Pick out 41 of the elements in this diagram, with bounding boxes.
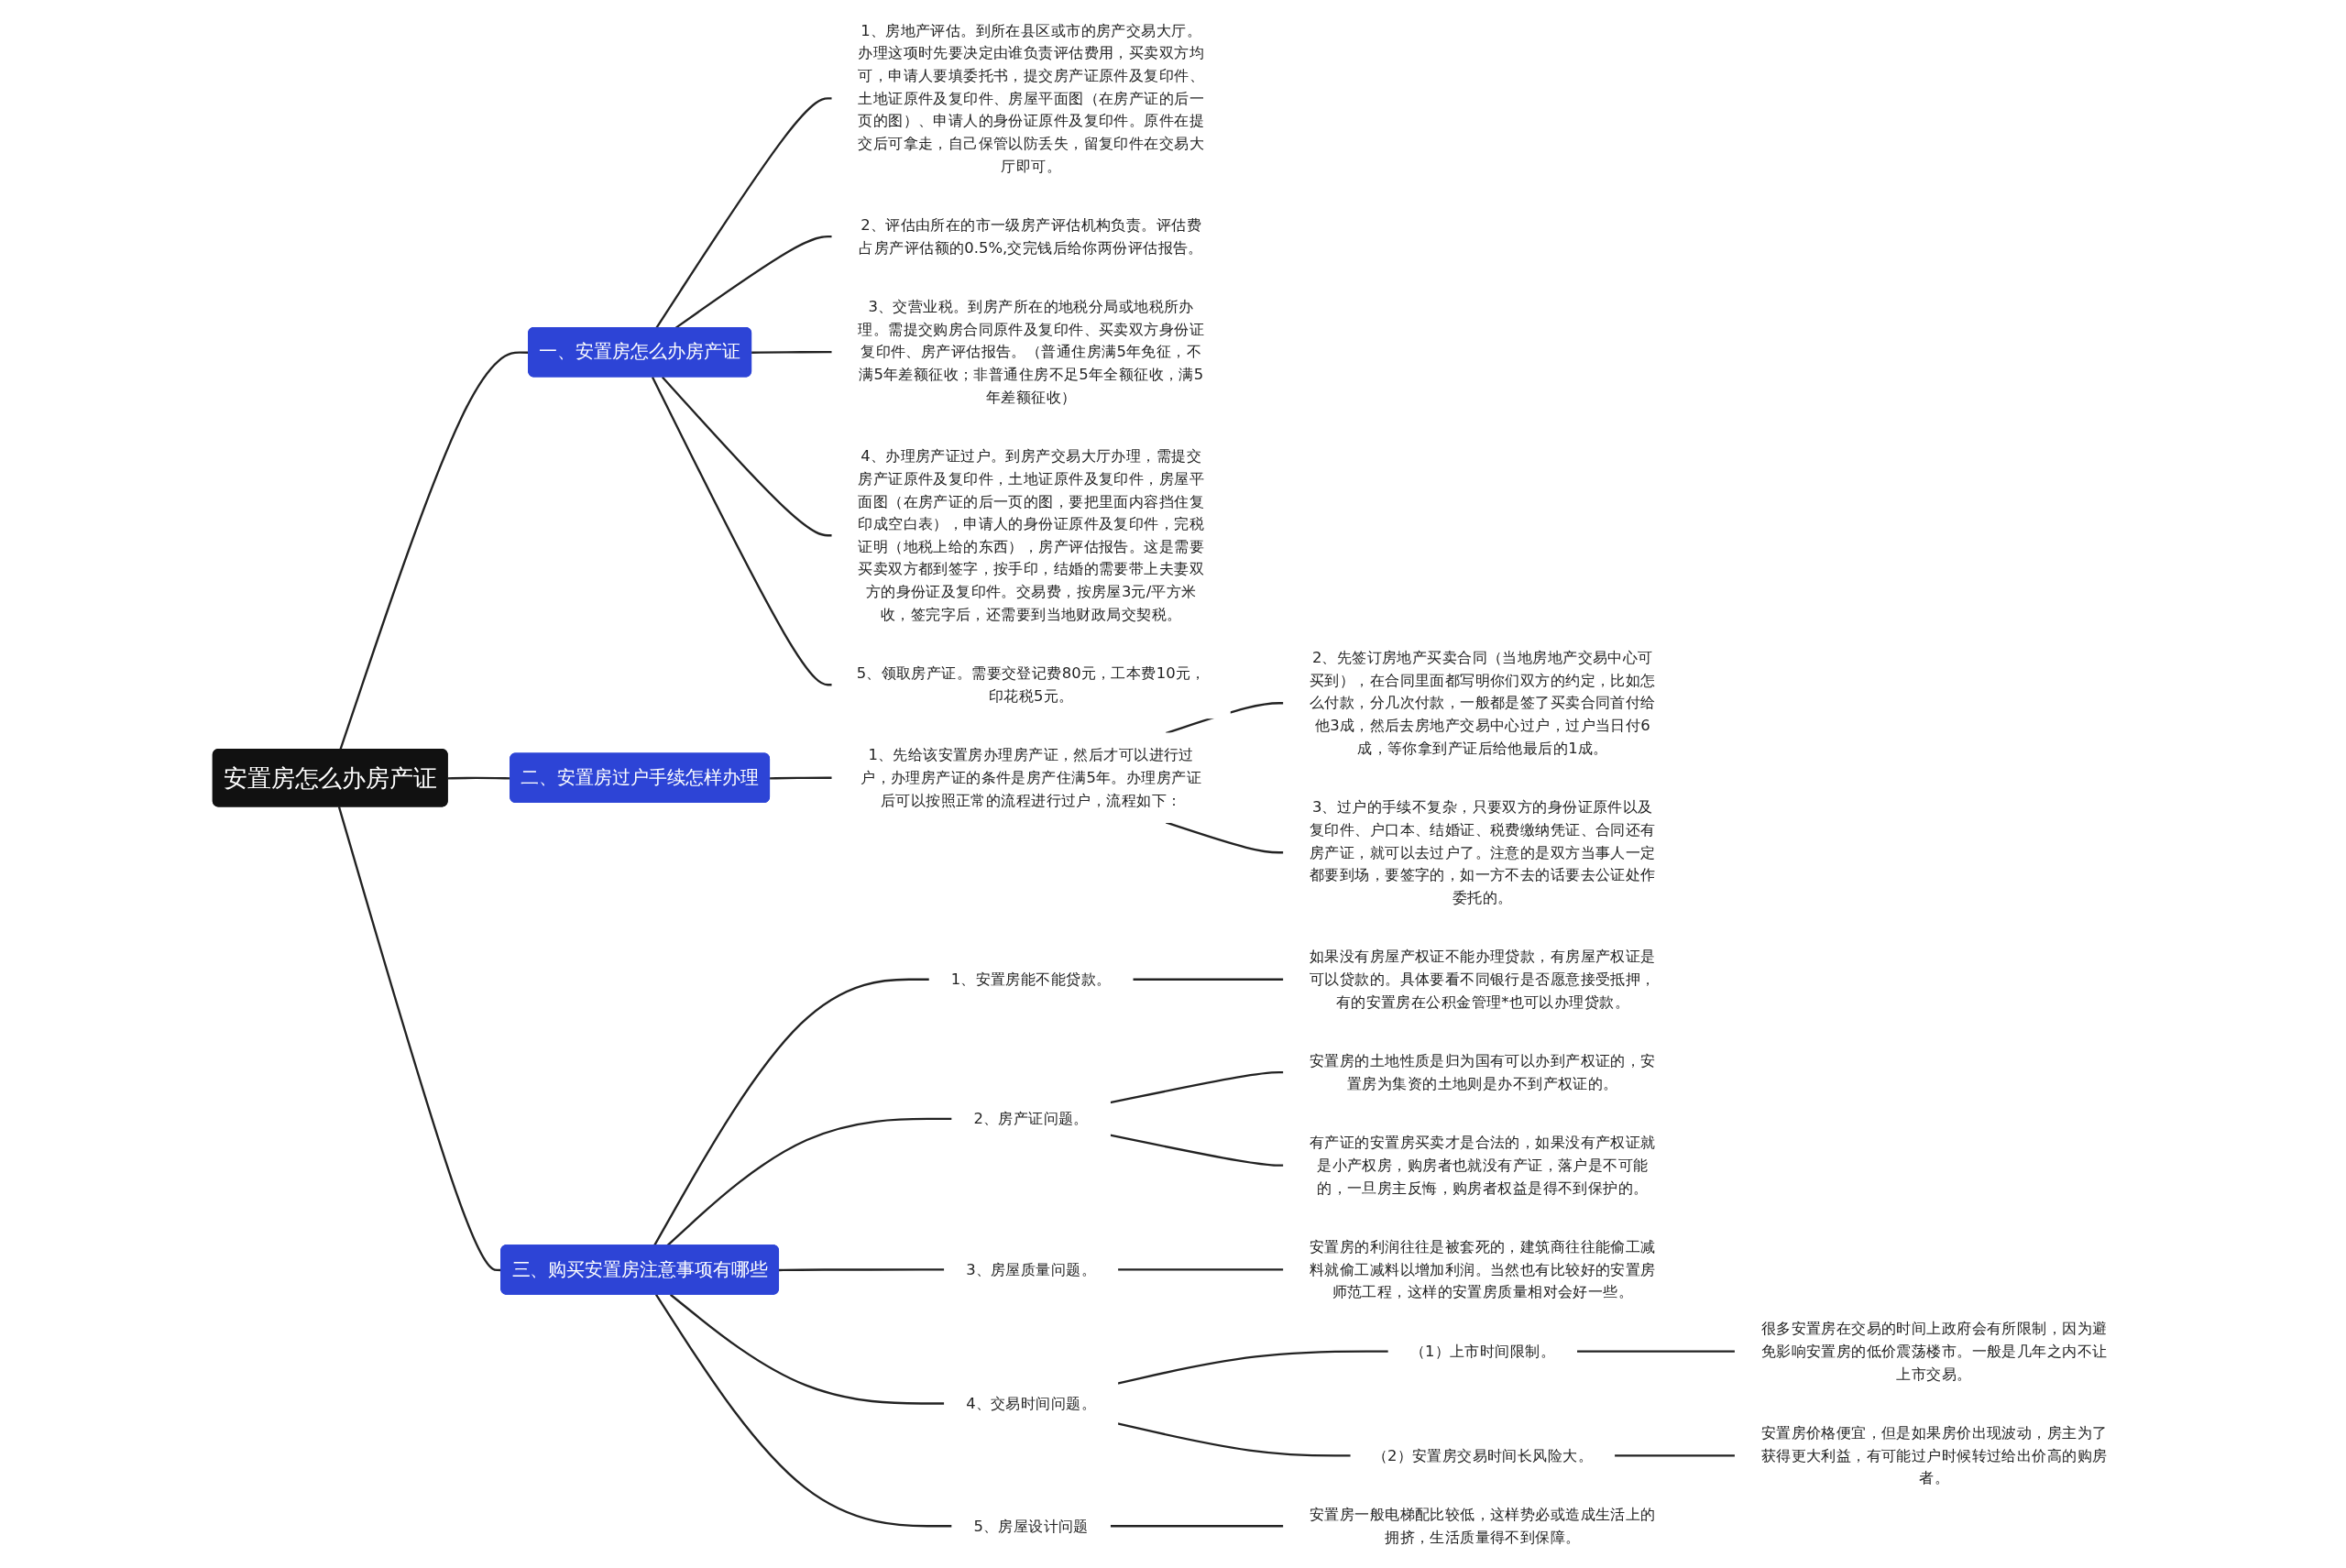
connector [1117, 1268, 1284, 1271]
connector [1110, 1134, 1284, 1167]
node-text: 3、房屋质量问题。 [966, 1260, 1097, 1278]
node-text: 安置房一般电梯配比较低，这样势必或造成生活上的拥挤，生活质量得不到保障。 [1309, 1505, 1656, 1546]
node-text: 2、评估由所在的市一级房产评估机构负责。评估费占房产评估额的0.5%,交完钱后给你两份评估报告。 [859, 215, 1203, 257]
node-text: 有产证的安置房买卖才是合法的，如果没有产权证就是小产权房，购房者也就没有产证，落户是不可能的，一旦房主反悔，购房者权益是得不到保护的。 [1309, 1134, 1656, 1197]
node-text: 2、房产证问题。 [973, 1109, 1089, 1127]
connector [1110, 1071, 1284, 1104]
node-text: 1、先给该安置房办理房产证，然后才可以进行过户，办理房产证的条件是房产住满5年。办理房产证后可以按照正常的流程进行过户，流程如下： [861, 746, 1202, 809]
node-text: 安置房价格便宜，但是如果房价出现波动，房主为了获得更大利益，有可能过户时候转过给出价高的购房者。 [1760, 1423, 2108, 1486]
node-text: 3、交营业税。到房产所在的地税分局或地税所办理。需提交购房合同原件及复印件、买卖双方身份证复印件、房产评估报告。（普通住房满5年免征，不满5年差额征收；非普通住房不足5年全额征收，满5年差额征收） [858, 297, 1205, 406]
connector [1576, 1350, 1736, 1353]
node-text: 1、安置房能不能贷款。 [950, 970, 1112, 988]
node-text: （2）安置房交易时间长风险大。 [1372, 1446, 1594, 1464]
connector [1110, 1525, 1284, 1528]
node-text: 5、房屋设计问题 [973, 1517, 1089, 1535]
connector [654, 1294, 952, 1528]
node-text: 4、办理房产证过户。到房产交易大厅办理，需提交房产证原件及复印件，土地证原件及复印件，房屋平面图（在房产证的后一页的图，要把里面内容挡住复印成空白表），申请人的身份证原件及复印件，完税证明（地税上给的东西），房产评估报告。这是需要买卖双方都到签字，按手印，结婚的需要带上夫妻双方的身份证及复印件。交易费，按房屋3元/平方米收，签完字后，还需要到当地财政局交契税。 [858, 447, 1205, 623]
connector [670, 1293, 945, 1405]
connector [652, 978, 930, 1246]
node-text: （1）上市时间限制。 [1409, 1342, 1555, 1360]
node-text: 如果没有房屋产权证不能办理贷款，有房屋产权证是可以贷款的。具体要看不同银行是否愿意接受抵押，有的安置房在公积金管理*也可以办理贷款。 [1309, 948, 1656, 1011]
node-text: 2、先签订房地产买卖合同（当地房地产交易中心可买到），在合同里面都写明你们双方的约定，比如怎么付款，分几次付款，一般都是签了买卖合同首付给他3成，然后去房地产交易中心过户，过户当日付6成，等你拿到产证后给他最后的1成。 [1309, 648, 1656, 757]
node-text: 安置房的利润往往是被套死的，建筑商往往能偷工减料就偷工减料以增加利润。当然也有比较好的安置房师范工程，这样的安置房质量相对会好一些。 [1309, 1237, 1656, 1300]
connector [651, 376, 833, 686]
node-text: 很多安置房在交易的时间上政府会有所限制，因为避免影响安置房的低价震荡楼市。一般是几年之内不让上市交易。 [1760, 1320, 2108, 1383]
connector [655, 97, 833, 329]
connector [1117, 1350, 1389, 1385]
connector [1117, 1422, 1352, 1457]
node-text: 1、房地产评估。到所在县区或市的房产交易大厅。办理这项时先要决定由谁负责评估费用，买卖双方均可，申请人要填委托书，提交房产证原件及复印件、土地证原件及复印件、房屋平面图（在房产证的后一页的图）、申请人的身份证原件及复印件。原件在提交后可拿走，自己保管以防丢失，留复印件在交易大厅即可。 [858, 21, 1205, 175]
connector [751, 351, 833, 354]
node-text: 4、交易时间问题。 [966, 1394, 1097, 1412]
connector [779, 1268, 945, 1272]
node-text: 安置房的土地性质是归为国有可以办到产权证的，安置房为集资的土地则是办不到产权证的。 [1309, 1051, 1656, 1092]
connector [661, 376, 833, 537]
connector [1165, 821, 1284, 854]
node-text: 5、领取房产证。需要交登记费80元，工本费10元，印花税5元。 [856, 663, 1206, 705]
connector [770, 776, 833, 780]
node-text: 3、过户的手续不复杂，只要双方的身份证原件以及复印件、户口本、结婚证、税费缴纳凭证、合同还有房产证，就可以去过户了。注意的是双方当事人一定都要到场，要签字的，如一方不去的话要去公证处作委托的。 [1309, 798, 1656, 906]
connector [1132, 978, 1284, 981]
connector [1614, 1454, 1736, 1457]
